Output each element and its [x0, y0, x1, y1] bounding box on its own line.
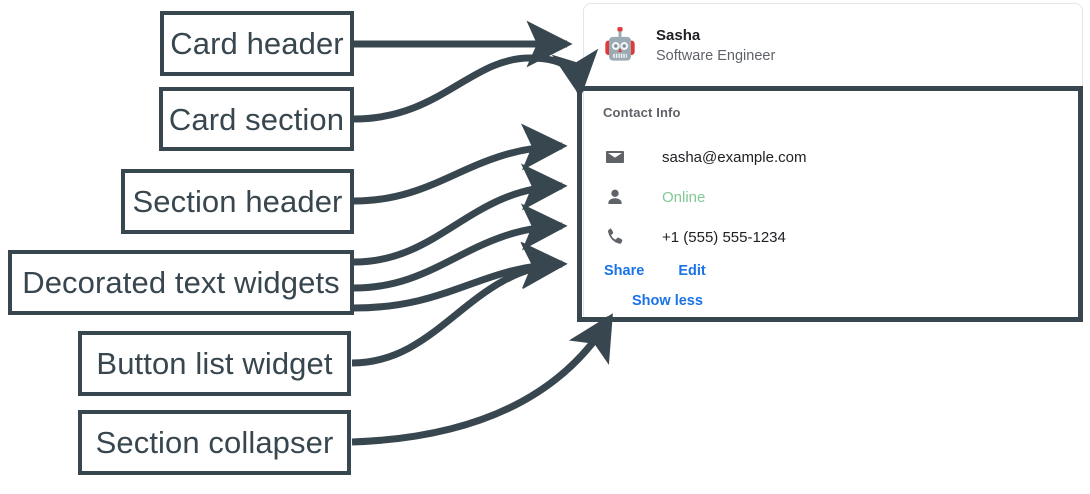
- email-value: sasha@example.com: [662, 148, 807, 166]
- callout-section-collapser: Section collapser: [78, 410, 351, 475]
- callout-section-header: Section header: [121, 169, 354, 234]
- decorated-text-row-status: Online: [600, 177, 1066, 217]
- arrow-decorated-1: [353, 163, 568, 266]
- edit-button[interactable]: Edit: [678, 263, 706, 279]
- card-header: Sasha Software Engineer: [584, 4, 1082, 87]
- phone-value: +1 (555) 555-1234: [662, 228, 786, 246]
- arrow-decorated-2: [353, 203, 568, 292]
- phone-icon: [608, 228, 623, 244]
- show-less-button[interactable]: Show less: [632, 293, 703, 309]
- profile-card: Sasha Software Engineer Contact Info sas…: [583, 3, 1083, 322]
- callout-section-collapser-label: Section collapser: [95, 425, 334, 460]
- arrow-card-section: [353, 48, 599, 123]
- card-header-name: Sasha: [656, 26, 701, 44]
- decorated-text-row-phone: +1 (555) 555-1234: [600, 217, 1066, 257]
- callout-card-header-label: Card header: [170, 26, 344, 61]
- callout-card-header: Card header: [160, 11, 354, 76]
- callout-card-section-label: Card section: [168, 101, 345, 137]
- arrow-button-list: [351, 242, 568, 367]
- arrow-decorated-3: [353, 241, 568, 312]
- section-header: Contact Info: [603, 105, 681, 120]
- card-header-subtitle: Software Engineer: [656, 47, 776, 64]
- callout-button-list-widget-label: Button list widget: [96, 346, 333, 381]
- callout-decorated-text-widgets: Decorated text widgets: [8, 250, 354, 315]
- person-icon: [608, 189, 622, 204]
- callout-card-section: Card section: [159, 87, 354, 151]
- card-header-identity: Sasha Software Engineer: [656, 27, 775, 65]
- callout-decorated-text-widgets-label: Decorated text widgets: [22, 265, 340, 300]
- decorated-text-row-email: sasha@example.com: [600, 137, 1066, 177]
- status-value: Online: [662, 188, 706, 206]
- section-collapser: Show less: [632, 292, 1066, 310]
- button-list-widget: Share Edit: [604, 263, 1066, 279]
- card-section: Contact Info sasha@example.com Online +1…: [584, 87, 1082, 320]
- robot-avatar-icon: [605, 26, 635, 61]
- callout-section-header-label: Section header: [132, 184, 343, 219]
- arrow-section-collapser: [351, 313, 613, 446]
- share-button[interactable]: Share: [604, 263, 645, 279]
- arrow-section-header: [353, 123, 568, 205]
- callout-button-list-widget: Button list widget: [78, 331, 351, 396]
- mail-icon: [606, 150, 624, 164]
